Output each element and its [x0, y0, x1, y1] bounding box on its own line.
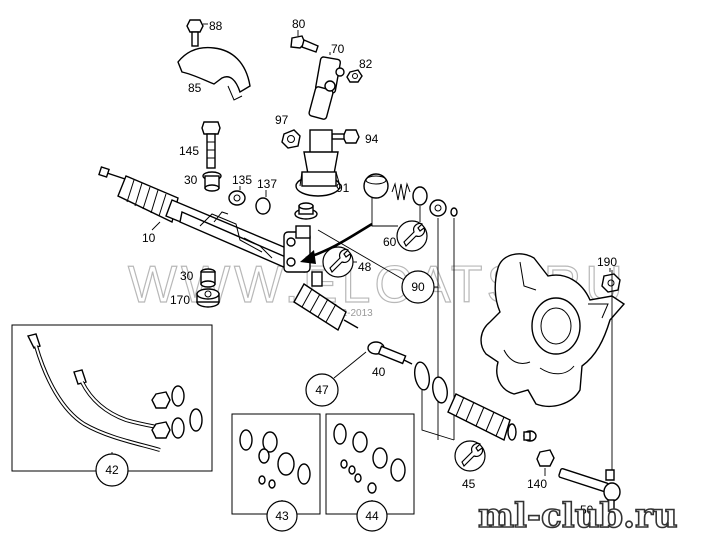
- hydraulic-lines-42[interactable]: [26, 333, 203, 452]
- pin-60[interactable]: [450, 207, 458, 217]
- label-10: 10: [142, 231, 156, 245]
- nut-190[interactable]: [601, 273, 621, 293]
- inner-tie-rod-40[interactable]: [367, 341, 413, 365]
- label-48: 48: [358, 260, 372, 274]
- label-47: 47: [315, 383, 329, 397]
- brand-watermark: ml-club.ru: [478, 496, 678, 536]
- wrench-icon: [322, 246, 354, 278]
- label-82: 82: [359, 57, 373, 71]
- label-140: 140: [527, 477, 547, 491]
- seal-kit-43[interactable]: [239, 429, 311, 489]
- label-85: 85: [188, 81, 202, 95]
- callout-47[interactable]: 47: [305, 373, 339, 407]
- clamp-140[interactable]: [523, 430, 537, 442]
- label-190: 190: [597, 255, 617, 269]
- bolt-80[interactable]: [290, 35, 319, 53]
- o-ring-60[interactable]: [412, 186, 428, 206]
- label-60: 60: [383, 235, 397, 249]
- seal-washer[interactable]: [294, 202, 318, 220]
- nut-170[interactable]: [196, 288, 220, 308]
- label-88: 88: [209, 19, 223, 33]
- label-80: 80: [292, 17, 306, 31]
- bellow-boot-45[interactable]: [447, 393, 517, 441]
- label-137: 137: [257, 177, 277, 191]
- box-43: [231, 413, 321, 515]
- callout-42[interactable]: 42: [95, 453, 129, 487]
- seal-kit-44[interactable]: [333, 423, 406, 494]
- callout-43[interactable]: 43: [266, 500, 298, 532]
- label-44: 44: [365, 509, 379, 523]
- label-97: 97: [275, 113, 289, 127]
- washer-60[interactable]: [429, 199, 447, 217]
- nut-82[interactable]: [346, 69, 363, 83]
- cover-85[interactable]: [177, 46, 251, 101]
- label-43: 43: [275, 509, 289, 523]
- o-ring-large-2[interactable]: [431, 376, 449, 404]
- bolt-94[interactable]: [331, 129, 360, 144]
- watermark-date: 12-2013: [336, 308, 373, 319]
- bolt-88[interactable]: [186, 19, 204, 47]
- callout-90[interactable]: 90: [401, 270, 435, 304]
- label-145: 145: [179, 144, 199, 158]
- flexible-coupling-91[interactable]: [295, 129, 341, 197]
- nut-140[interactable]: [536, 449, 555, 467]
- arrow-icon: [300, 222, 373, 264]
- label-90: 90: [411, 280, 425, 294]
- plug-60[interactable]: [363, 173, 389, 199]
- o-ring-large-1[interactable]: [413, 361, 432, 391]
- bushing-30-upper[interactable]: [202, 171, 222, 192]
- bolt-145[interactable]: [201, 121, 221, 169]
- wrench-icon: [454, 440, 486, 472]
- o-ring-137[interactable]: [255, 197, 271, 215]
- steering-knuckle[interactable]: [480, 253, 626, 408]
- label-30-upper: 30: [184, 173, 198, 187]
- label-40: 40: [372, 365, 386, 379]
- label-70: 70: [331, 42, 345, 56]
- label-45: 45: [462, 477, 476, 491]
- label-135: 135: [232, 173, 252, 187]
- label-50: 50: [580, 503, 594, 517]
- label-42: 42: [105, 463, 119, 477]
- label-91: 91: [336, 181, 350, 195]
- bushing-135[interactable]: [228, 190, 246, 206]
- callout-44[interactable]: 44: [356, 500, 388, 532]
- universal-joint-70[interactable]: [308, 56, 345, 120]
- wrench-icon: [396, 220, 428, 252]
- nut-97[interactable]: [281, 129, 301, 149]
- label-94: 94: [365, 132, 379, 146]
- bushing-30-lower[interactable]: [200, 268, 216, 288]
- label-30-lower: 30: [180, 269, 194, 283]
- steering-rack-10[interactable]: [98, 166, 359, 332]
- label-170: 170: [170, 293, 190, 307]
- tie-rod-end-50[interactable]: [558, 468, 621, 513]
- spring-60[interactable]: [391, 182, 411, 201]
